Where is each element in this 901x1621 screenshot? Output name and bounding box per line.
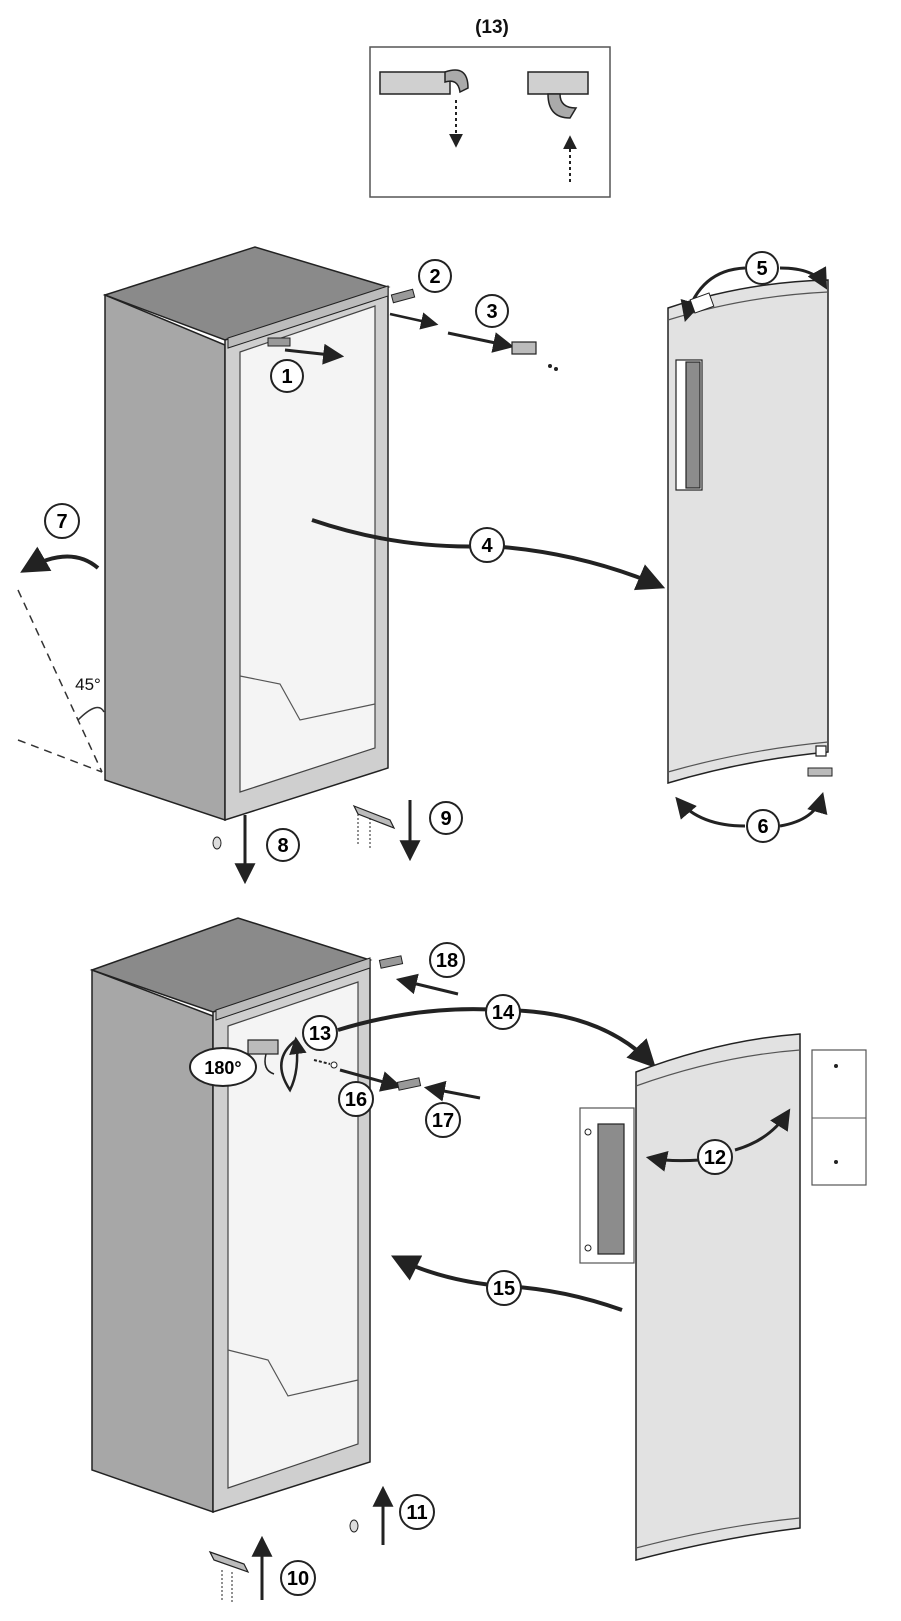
step-16-label: 16 xyxy=(345,1089,367,1111)
step-4-label: 4 xyxy=(481,535,493,557)
step-1-label: 1 xyxy=(281,366,292,388)
step-3-badge xyxy=(475,294,509,328)
top-hinge-right-icon xyxy=(527,71,589,182)
fridge-door-bottom xyxy=(635,1033,801,1561)
fridge-cabinet-bottom xyxy=(89,917,373,1514)
top-hinge-removed-icon xyxy=(511,341,558,371)
hinge-cover-2 xyxy=(390,288,416,304)
step-12-label: 12 xyxy=(704,1147,726,1169)
step-9-label: 9 xyxy=(440,808,451,830)
step-5-label: 5 xyxy=(756,258,767,280)
top-hinge-left-icon xyxy=(379,69,469,148)
arrow-6-right xyxy=(779,791,828,828)
step-11-label: 11 xyxy=(406,1502,427,1524)
bottom-hinge-9-icon xyxy=(352,804,396,850)
step-10-label: 10 xyxy=(287,1568,309,1590)
arrow-12-right xyxy=(734,1108,791,1152)
step-9-badge xyxy=(429,801,463,835)
step-15-label: 15 xyxy=(493,1278,515,1300)
arrow-12-left xyxy=(645,1150,701,1172)
door-top-cap-icon xyxy=(689,292,715,314)
arrow-5-right xyxy=(779,266,828,290)
step-18-label: 18 xyxy=(436,950,458,972)
step-6-label: 6 xyxy=(757,816,768,838)
step-12-badge xyxy=(697,1139,733,1175)
step-14-badge xyxy=(485,994,521,1030)
arrow-6-left xyxy=(675,796,746,828)
arrow-7 xyxy=(20,546,100,573)
arrow-2 xyxy=(389,312,439,330)
step-8-label: 8 xyxy=(277,835,288,857)
fridge-door-top xyxy=(667,279,829,785)
fridge-cabinet-top xyxy=(102,246,391,822)
step-16-badge xyxy=(338,1081,374,1117)
step-17-badge xyxy=(425,1102,461,1138)
step-13-label: 13 xyxy=(309,1023,331,1045)
hinge-cover-17 xyxy=(396,1077,422,1091)
bottom-hinge-10-icon xyxy=(208,1550,250,1602)
step-7-badge xyxy=(44,503,80,539)
inset-title: (13) xyxy=(475,17,509,38)
arrow-3 xyxy=(447,331,515,353)
screw-8-icon xyxy=(212,836,222,850)
door-hinge-pin-icon xyxy=(807,745,833,777)
cap-panel xyxy=(811,1049,867,1186)
arrow-1 xyxy=(284,343,345,365)
inset-frame xyxy=(369,46,611,198)
angle-label: 45° xyxy=(75,675,101,694)
step-2-label: 2 xyxy=(429,266,440,288)
step-3-label: 3 xyxy=(486,301,497,323)
step-10-badge xyxy=(280,1560,316,1596)
step-18-badge xyxy=(429,942,465,978)
top-hinge-transfer-icon xyxy=(247,1039,279,1075)
step-15-badge xyxy=(486,1270,522,1306)
step-6-badge xyxy=(746,809,780,843)
arrow-16 xyxy=(339,1068,403,1092)
step-4-badge xyxy=(469,527,505,563)
step-2-badge xyxy=(418,259,452,293)
step-5-badge xyxy=(745,251,779,285)
rotation-arrow xyxy=(280,1036,307,1093)
hinge-cover-18 xyxy=(378,955,404,969)
step-8-badge xyxy=(266,828,300,862)
hinge-inset: (13) xyxy=(369,17,611,198)
step-13-badge xyxy=(302,1015,338,1051)
arrow-17 xyxy=(423,1080,481,1102)
step-17-label: 17 xyxy=(432,1110,454,1132)
rotation-label: 180° xyxy=(204,1058,241,1078)
tilt-guide: 45° xyxy=(17,589,105,773)
rotation-badge xyxy=(189,1047,257,1087)
handle-panel xyxy=(579,1107,635,1264)
screw-11-icon xyxy=(349,1519,359,1533)
step-14-label: 14 xyxy=(492,1002,515,1024)
screws-16-icon xyxy=(313,1059,338,1069)
arrow-5-left xyxy=(680,266,746,323)
step-7-label: 7 xyxy=(56,511,67,533)
step-11-badge xyxy=(399,1494,435,1530)
step-1-badge xyxy=(270,359,304,393)
arrow-18 xyxy=(395,973,459,996)
